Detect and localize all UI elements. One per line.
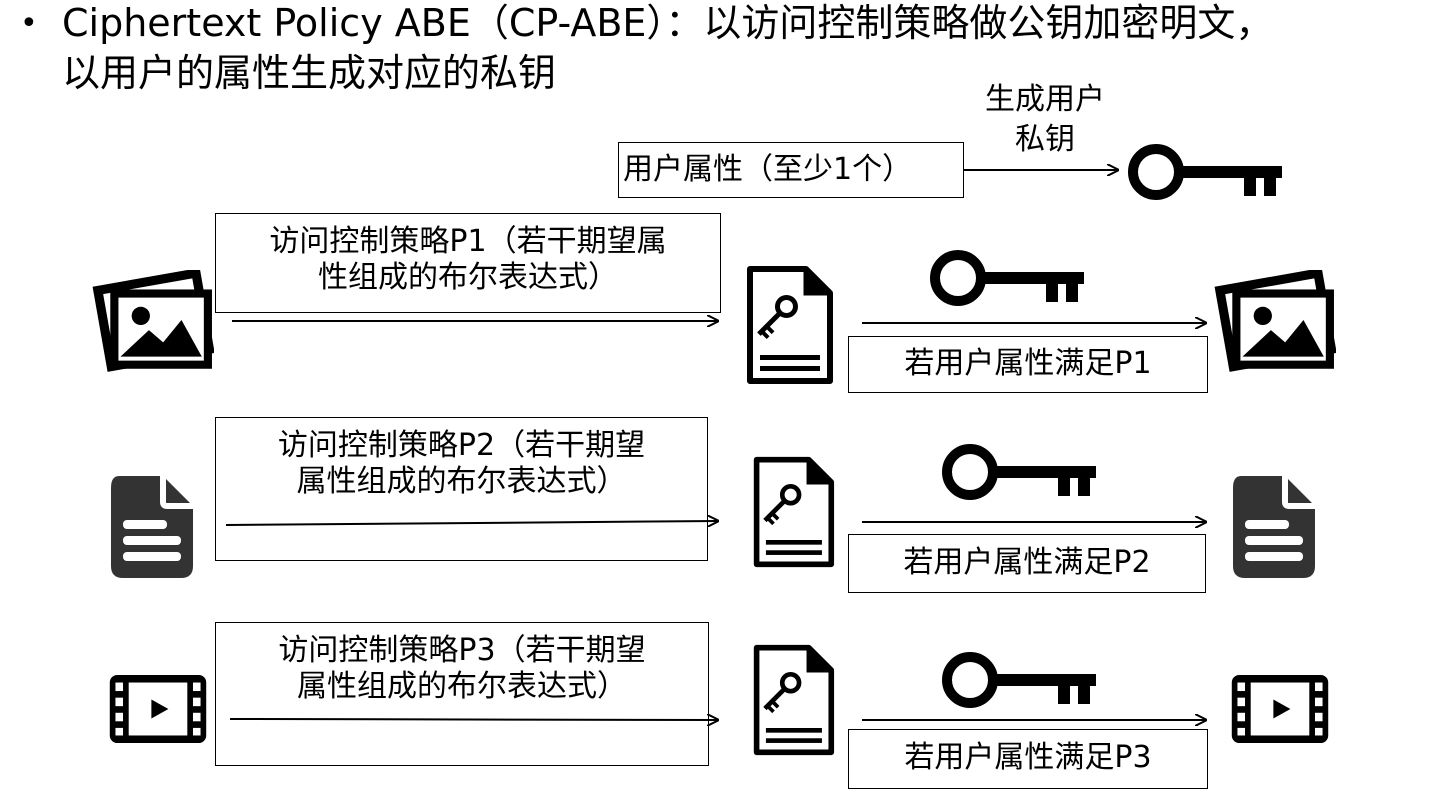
condition-box-p1: 若用户属性满足P1	[848, 336, 1208, 393]
policy-p1-line2: 性组成的布尔表达式）	[318, 260, 618, 295]
keygen-arrow-label-1: 生成用户	[985, 82, 1105, 117]
policy-p1-line1: 访问控制策略P1（若干期望属	[269, 224, 667, 259]
policy-box-p2: 访问控制策略P2（若干期望 属性组成的布尔表达式）	[215, 417, 708, 561]
video-file-icon	[1231, 674, 1329, 744]
policy-p3-line2: 属性组成的布尔表达式）	[297, 669, 627, 704]
policy-p2-line2: 属性组成的布尔表达式）	[296, 464, 627, 499]
user-private-key-icon	[1133, 149, 1282, 196]
bullet-point: •	[20, 6, 38, 41]
condition-box-p3: 若用户属性满足P3	[848, 729, 1208, 789]
key-icon	[947, 449, 1096, 496]
policy-p3-line1: 访问控制策略P3（若干期望	[278, 633, 646, 668]
keygen-arrow-label-2: 私钥	[1015, 122, 1075, 157]
policy-box-p3: 访问控制策略P3（若干期望 属性组成的布尔表达式）	[215, 622, 709, 766]
video-file-icon	[109, 674, 207, 744]
heading-line-2: 以用户的属性生成对应的私钥	[62, 51, 557, 95]
user-attributes-label: 用户属性（至少1个）	[623, 152, 913, 187]
condition-p1-label: 若用户属性满足P1	[904, 346, 1152, 381]
encrypted-document-key-icon	[750, 269, 830, 381]
policy-p2-line1: 访问控制策略P2（若干期望	[277, 428, 646, 463]
key-icon	[947, 657, 1096, 704]
encrypt-arrow-p3	[229, 719, 718, 720]
encrypt-arrow-p2	[225, 521, 718, 525]
image-gallery-icon	[98, 273, 210, 366]
user-attributes-box: 用户属性（至少1个）	[618, 142, 964, 198]
heading-line-1: Ciphertext Policy ABE（CP-ABE）：以访问控制策略做公钥…	[62, 1, 1274, 45]
encrypted-document-key-icon	[757, 648, 832, 753]
encrypted-document-key-icon	[757, 460, 832, 565]
policy-box-p1: 访问控制策略P1（若干期望属 性组成的布尔表达式）	[215, 213, 721, 313]
condition-box-p2: 若用户属性满足P2	[848, 534, 1206, 593]
document-icon	[1233, 476, 1315, 578]
image-gallery-icon	[1220, 273, 1332, 366]
condition-p3-label: 若用户属性满足P3	[904, 740, 1152, 775]
key-icon	[935, 255, 1084, 302]
document-icon	[111, 476, 193, 578]
condition-p2-label: 若用户属性满足P2	[903, 545, 1151, 580]
